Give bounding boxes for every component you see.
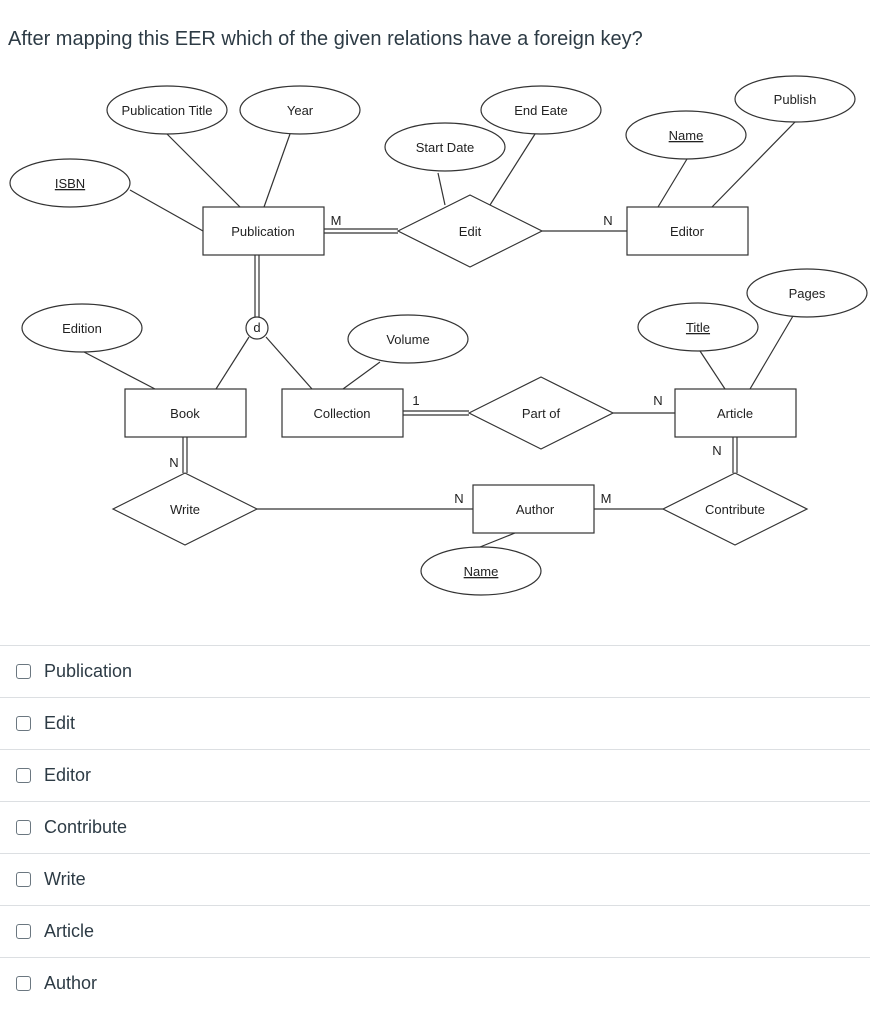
entity-book <box>124 388 247 438</box>
eer-diagram: Publication Title Year ISBN Start Date E… <box>9 75 868 596</box>
label-collection: Collection <box>313 406 370 421</box>
rel-part-of <box>467 376 615 450</box>
label-article: Article <box>717 406 753 421</box>
label-volume: Volume <box>386 332 429 347</box>
attr-author-name <box>420 546 542 596</box>
answer-options: Publication Edit Editor Contribute Write… <box>0 645 870 1009</box>
label-edit: Edit <box>459 224 482 239</box>
option-edit[interactable]: Edit <box>0 697 870 749</box>
option-article[interactable]: Article <box>0 905 870 957</box>
attr-volume <box>347 314 469 364</box>
entity-editor <box>626 206 749 256</box>
attr-pages <box>746 268 868 318</box>
checkbox[interactable] <box>16 976 31 991</box>
label-publication-title: Publication Title <box>121 103 212 118</box>
option-editor[interactable]: Editor <box>0 749 870 801</box>
option-publication[interactable]: Publication <box>0 645 870 697</box>
checkbox[interactable] <box>16 768 31 783</box>
label-end-date: End Eate <box>514 103 568 118</box>
attr-isbn <box>9 158 131 208</box>
attr-edition <box>21 303 143 353</box>
card-partof-article: N <box>653 393 662 408</box>
attr-publication-title <box>106 85 228 135</box>
label-disjoint: d <box>253 320 260 335</box>
card-write-author: N <box>454 491 463 506</box>
card-edit-editor: N <box>603 213 612 228</box>
checkbox[interactable] <box>16 924 31 939</box>
checkbox[interactable] <box>16 872 31 887</box>
label-author-name: Name <box>464 564 499 579</box>
entity-author <box>472 484 595 534</box>
label-title: Title <box>686 320 710 335</box>
entity-publication <box>202 206 325 256</box>
checkbox[interactable] <box>16 820 31 835</box>
label-edition: Edition <box>62 321 102 336</box>
attr-year <box>239 85 361 135</box>
label-contribute: Contribute <box>705 502 765 517</box>
label-isbn: ISBN <box>55 176 85 191</box>
card-collection-partof: 1 <box>412 393 419 408</box>
card-author-contribute: M <box>601 491 612 506</box>
attr-editor-name <box>625 110 747 160</box>
label-publication: Publication <box>231 224 295 239</box>
checkbox[interactable] <box>16 716 31 731</box>
entity-collection <box>281 388 404 438</box>
checkbox[interactable] <box>16 664 31 679</box>
label-part-of: Part of <box>522 406 561 421</box>
attr-end-date <box>480 85 602 135</box>
label-publish: Publish <box>774 92 817 107</box>
card-article-contribute: N <box>712 443 721 458</box>
label-start-date: Start Date <box>416 140 475 155</box>
label-editor: Editor <box>670 224 705 239</box>
card-pub-edit: M <box>331 213 342 228</box>
option-author[interactable]: Author <box>0 957 870 1009</box>
rel-write <box>111 472 259 546</box>
label-editor-name: Name <box>669 128 704 143</box>
rel-edit <box>396 194 544 268</box>
disjoint-circle <box>245 316 269 340</box>
attr-start-date <box>384 122 506 172</box>
card-book-write: N <box>169 455 178 470</box>
label-author: Author <box>516 502 555 517</box>
attr-title <box>637 302 759 352</box>
label-write: Write <box>170 502 200 517</box>
option-contribute[interactable]: Contribute <box>0 801 870 853</box>
rel-contribute <box>661 472 809 546</box>
label-year: Year <box>287 103 314 118</box>
attr-publish <box>734 75 856 123</box>
entity-article <box>674 388 797 438</box>
option-write[interactable]: Write <box>0 853 870 905</box>
label-pages: Pages <box>789 286 826 301</box>
label-book: Book <box>170 406 200 421</box>
question-text: After mapping this EER which of the give… <box>8 28 643 50</box>
